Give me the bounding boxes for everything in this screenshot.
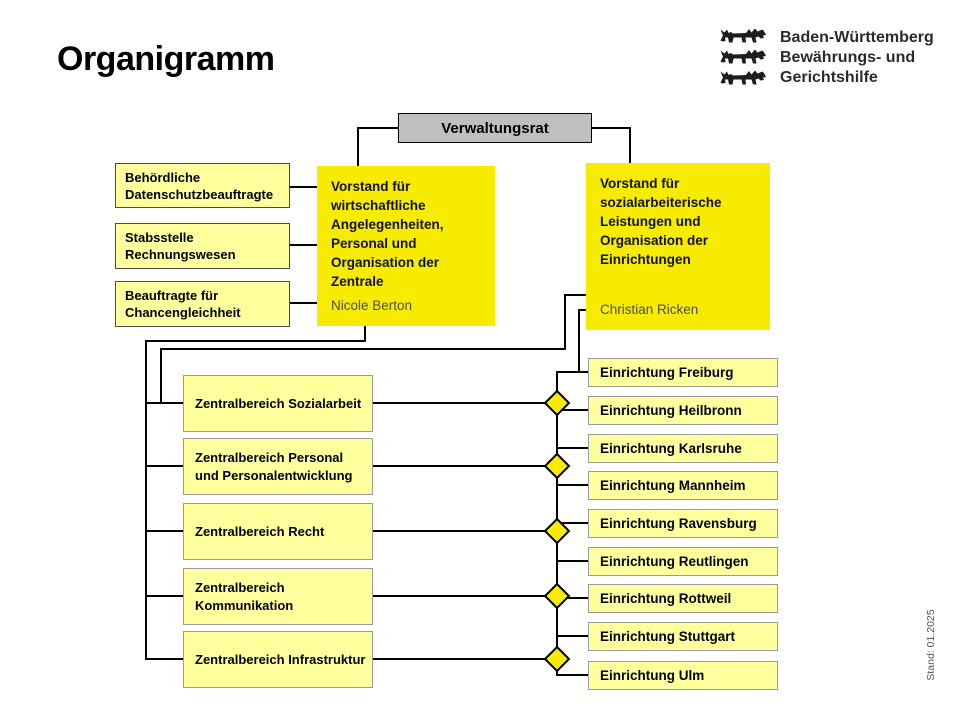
- node-label: Beauftragte für Chancengleichheit: [125, 288, 241, 320]
- node-label: Zentralbereich Kommunikation: [195, 579, 294, 613]
- person-name: Christian Ricken: [600, 302, 699, 317]
- node-label: Verwaltungsrat: [441, 119, 549, 137]
- node-datenschutzbeauftragte: Behördliche Datenschutzbeauftragte: [115, 163, 290, 208]
- node-einrichtung-heilbronn: Einrichtung Heilbronn: [588, 396, 778, 425]
- person-name: Nicole Berton: [331, 298, 413, 313]
- node-label: Behördliche Datenschutzbeauftragte: [125, 169, 274, 202]
- node-label: Einrichtung Freiburg: [600, 365, 734, 380]
- node-label: Einrichtung Ulm: [600, 668, 705, 683]
- node-zentralbereich-personal: Zentralbereich Personal und Personalentw…: [183, 438, 373, 495]
- node-zentralbereich-recht: Zentralbereich Recht: [183, 503, 373, 560]
- node-verwaltungsrat: Verwaltungsrat: [398, 113, 592, 143]
- matrix-link-diamond: [543, 645, 571, 673]
- role-text: Vorstand für wirtschaftliche Angelegenhe…: [331, 179, 444, 289]
- logo-wordmark: Baden-Württemberg Bewährungs- und Gerich…: [780, 26, 934, 88]
- node-vorstand-sozialarbeit: Vorstand für sozialarbeiterische Leistun…: [586, 163, 770, 330]
- node-label: Zentralbereich Personal und Personalentw…: [195, 449, 353, 483]
- logo-line-2: Bewährungs- und: [780, 49, 916, 66]
- node-einrichtung-rottweil: Einrichtung Rottweil: [588, 584, 778, 613]
- matrix-link-diamond: [543, 582, 571, 610]
- node-zentralbereich-infrastruktur: Zentralbereich Infrastruktur: [183, 631, 373, 688]
- node-label: Einrichtung Heilbronn: [600, 403, 742, 418]
- node-label: Einrichtung Reutlingen: [600, 554, 749, 569]
- page-title: Organigramm: [57, 40, 275, 78]
- node-label: Einrichtung Karlsruhe: [600, 441, 742, 456]
- organization-logo: Baden-Württemberg Bewährungs- und Gerich…: [716, 26, 934, 90]
- node-vorstand-wirtschaft: Vorstand für wirtschaftliche Angelegenhe…: [317, 166, 495, 326]
- node-einrichtung-karlsruhe: Einrichtung Karlsruhe: [588, 434, 778, 463]
- node-label: Zentralbereich Recht: [195, 523, 325, 539]
- matrix-link-diamonds: [543, 389, 571, 673]
- node-zentralbereich-sozialarbeit: Zentralbereich Sozialarbeit: [183, 375, 373, 432]
- node-zentralbereich-kommunikation: Zentralbereich Kommunikation: [183, 568, 373, 625]
- node-einrichtung-ravensburg: Einrichtung Ravensburg: [588, 509, 778, 538]
- matrix-link-diamond: [543, 389, 571, 417]
- node-label: Einrichtung Mannheim: [600, 478, 746, 493]
- node-label: Einrichtung Stuttgart: [600, 629, 735, 644]
- node-einrichtung-ulm: Einrichtung Ulm: [588, 661, 778, 690]
- node-label: Einrichtung Rottweil: [600, 591, 732, 606]
- matrix-link-diamond: [543, 517, 571, 545]
- node-beauftragte-chancengleichheit: Beauftragte für Chancengleichheit: [115, 281, 290, 327]
- matrix-link-diamond: [543, 452, 571, 480]
- three-lions-icon: [720, 28, 766, 85]
- node-stabsstelle-rechnungswesen: Stabsstelle Rechnungswesen: [115, 223, 290, 269]
- role-text: Vorstand für sozialarbeiterische Leistun…: [600, 176, 722, 267]
- node-label: Stabsstelle Rechnungswesen: [125, 230, 236, 262]
- node-label: Zentralbereich Sozialarbeit: [195, 395, 362, 411]
- logo-line-1: Baden-Württemberg: [780, 29, 934, 46]
- node-einrichtung-mannheim: Einrichtung Mannheim: [588, 471, 778, 500]
- logo-line-3: Gerichtshilfe: [780, 69, 878, 86]
- node-einrichtung-freiburg: Einrichtung Freiburg: [588, 358, 778, 387]
- node-einrichtung-stuttgart: Einrichtung Stuttgart: [588, 622, 778, 651]
- node-label: Einrichtung Ravensburg: [600, 516, 757, 531]
- node-label: Zentralbereich Infrastruktur: [195, 651, 366, 667]
- node-einrichtung-reutlingen: Einrichtung Reutlingen: [588, 547, 778, 576]
